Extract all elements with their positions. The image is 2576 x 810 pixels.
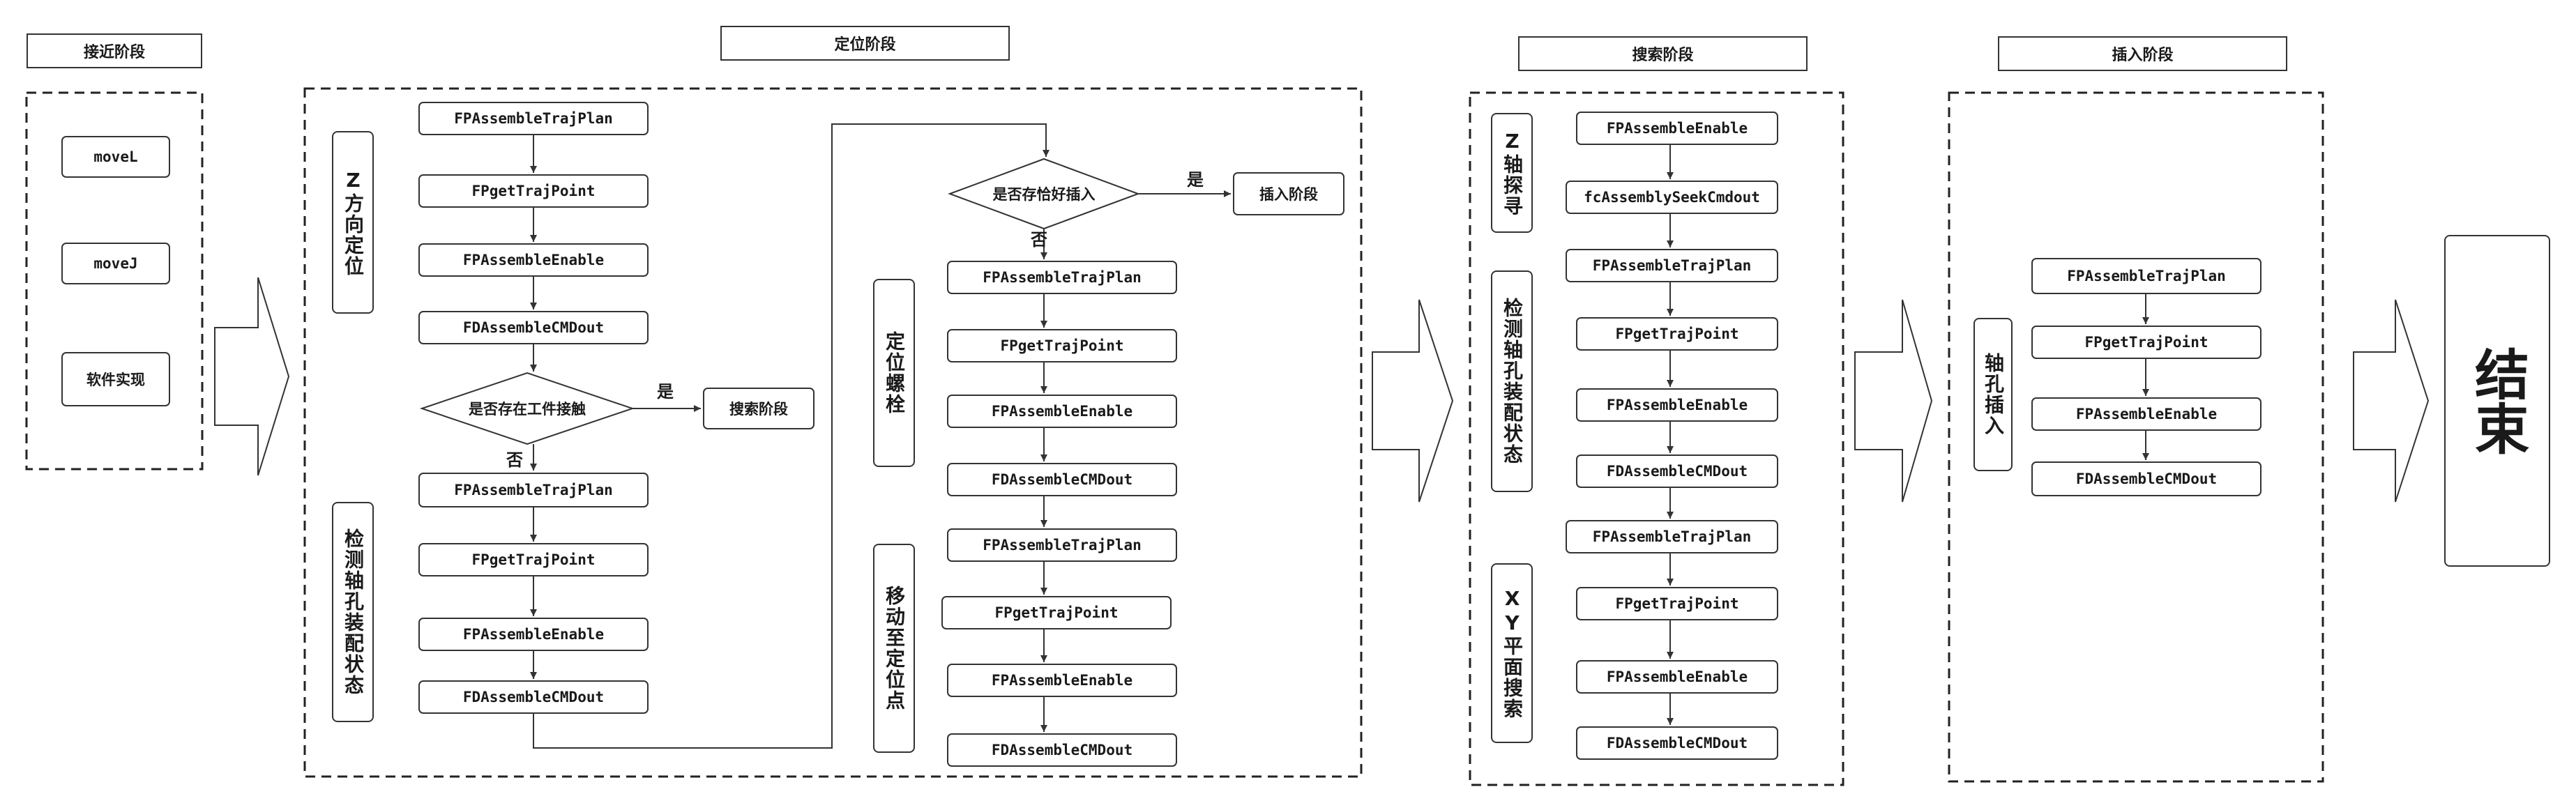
approach-item-movej: moveJ bbox=[61, 243, 170, 284]
search-xy-step-1: FPAssembleTrajPlan bbox=[1566, 520, 1778, 553]
stage-arrow-1 bbox=[214, 277, 290, 476]
insert-shaft-hole-label: 轴孔插入 bbox=[1973, 318, 2013, 471]
decision1-target-search-stage: 搜索阶段 bbox=[703, 388, 815, 429]
locate-stage-title: 定位阶段 bbox=[720, 26, 1010, 61]
search-xy-step-2: FPgetTrajPoint bbox=[1576, 587, 1778, 620]
locate-detect-label: 检测轴孔装配状态 bbox=[332, 502, 374, 722]
insert-step-2: FPgetTrajPoint bbox=[2031, 326, 2261, 359]
locate-bolt-step-3: FPAssembleEnable bbox=[947, 395, 1177, 428]
decision2-no-label: 否 bbox=[1031, 230, 1047, 250]
locate-move-step-1: FPAssembleTrajPlan bbox=[947, 528, 1177, 562]
decision2-yes-label: 是 bbox=[1187, 170, 1204, 190]
decision2-target-insert-stage: 插入阶段 bbox=[1233, 172, 1344, 215]
search-detect-step-4: FDAssembleCMDout bbox=[1576, 454, 1778, 488]
insert-step-4: FDAssembleCMDout bbox=[2031, 461, 2261, 496]
search-z-probe-label: Z轴探寻 bbox=[1491, 113, 1533, 233]
search-z-step-2: fcAssemblySeekCmdout bbox=[1566, 181, 1778, 214]
locate-detect-step-2: FPgetTrajPoint bbox=[418, 543, 649, 576]
locate-z-step-2: FPgetTrajPoint bbox=[418, 174, 649, 208]
decision1-no-label: 否 bbox=[506, 450, 523, 470]
search-detect-step-3: FPAssembleEnable bbox=[1576, 388, 1778, 422]
locate-group-frame bbox=[303, 87, 1363, 778]
locate-left-connectors bbox=[530, 123, 1050, 749]
search-z-step-1: FPAssembleEnable bbox=[1576, 112, 1778, 145]
stage-arrow-3 bbox=[1854, 299, 1933, 503]
locate-detect-step-3: FPAssembleEnable bbox=[418, 618, 649, 651]
locate-right-connectors bbox=[1040, 190, 1231, 732]
locate-bolt-step-2: FPgetTrajPoint bbox=[947, 329, 1177, 362]
locate-detect-step-1: FPAssembleTrajPlan bbox=[418, 473, 649, 507]
locate-z-step-1: FPAssembleTrajPlan bbox=[418, 102, 649, 135]
stage-arrow-2 bbox=[1372, 299, 1454, 503]
insert-step-3: FPAssembleEnable bbox=[2031, 397, 2261, 431]
insert-step-1: FPAssembleTrajPlan bbox=[2031, 258, 2261, 294]
locate-move-step-3: FPAssembleEnable bbox=[947, 664, 1177, 697]
search-detect-step-2: FPgetTrajPoint bbox=[1576, 317, 1778, 351]
search-stage-title: 搜索阶段 bbox=[1518, 36, 1808, 71]
decision2-text: 是否存恰好插入 bbox=[992, 186, 1096, 203]
locate-z-step-3: FPAssembleEnable bbox=[418, 243, 649, 277]
search-xy-step-4: FDAssembleCMDout bbox=[1576, 726, 1778, 760]
end-box bbox=[2444, 235, 2550, 567]
insert-group-frame bbox=[1948, 91, 2324, 783]
locate-move-label: 移动至定位点 bbox=[873, 544, 915, 753]
locate-move-step-4: FDAssembleCMDout bbox=[947, 733, 1177, 767]
search-detect-label: 检测轴孔装配状态 bbox=[1491, 270, 1533, 492]
search-xy-step-3: FPAssembleEnable bbox=[1576, 660, 1778, 694]
search-xy-label: XY平面搜索 bbox=[1491, 563, 1533, 743]
approach-stage-title: 接近阶段 bbox=[26, 33, 202, 68]
stage-arrow-4 bbox=[2353, 299, 2430, 503]
decision1-yes-label: 是 bbox=[657, 382, 674, 402]
approach-item-movel: moveL bbox=[61, 136, 170, 178]
locate-bolt-step-1: FPAssembleTrajPlan bbox=[947, 261, 1177, 294]
locate-z-step-4: FDAssembleCMDout bbox=[418, 311, 649, 344]
locate-detect-step-4: FDAssembleCMDout bbox=[418, 680, 649, 714]
locate-bolt-step-4: FDAssembleCMDout bbox=[947, 463, 1177, 496]
approach-group-frame bbox=[25, 91, 204, 471]
locate-move-step-2: FPgetTrajPoint bbox=[941, 596, 1172, 629]
end-label: 结束 bbox=[2466, 346, 2529, 455]
locate-z-direction-label: Z方向定位 bbox=[332, 131, 374, 314]
approach-item-software: 软件实现 bbox=[61, 352, 170, 406]
insert-stage-title: 插入阶段 bbox=[1998, 36, 2287, 71]
locate-bolt-label: 定位螺栓 bbox=[873, 279, 915, 467]
search-group-frame bbox=[1469, 91, 1844, 786]
search-detect-step-1: FPAssembleTrajPlan bbox=[1566, 249, 1778, 282]
decision1-text: 是否存在工件接触 bbox=[469, 401, 586, 418]
